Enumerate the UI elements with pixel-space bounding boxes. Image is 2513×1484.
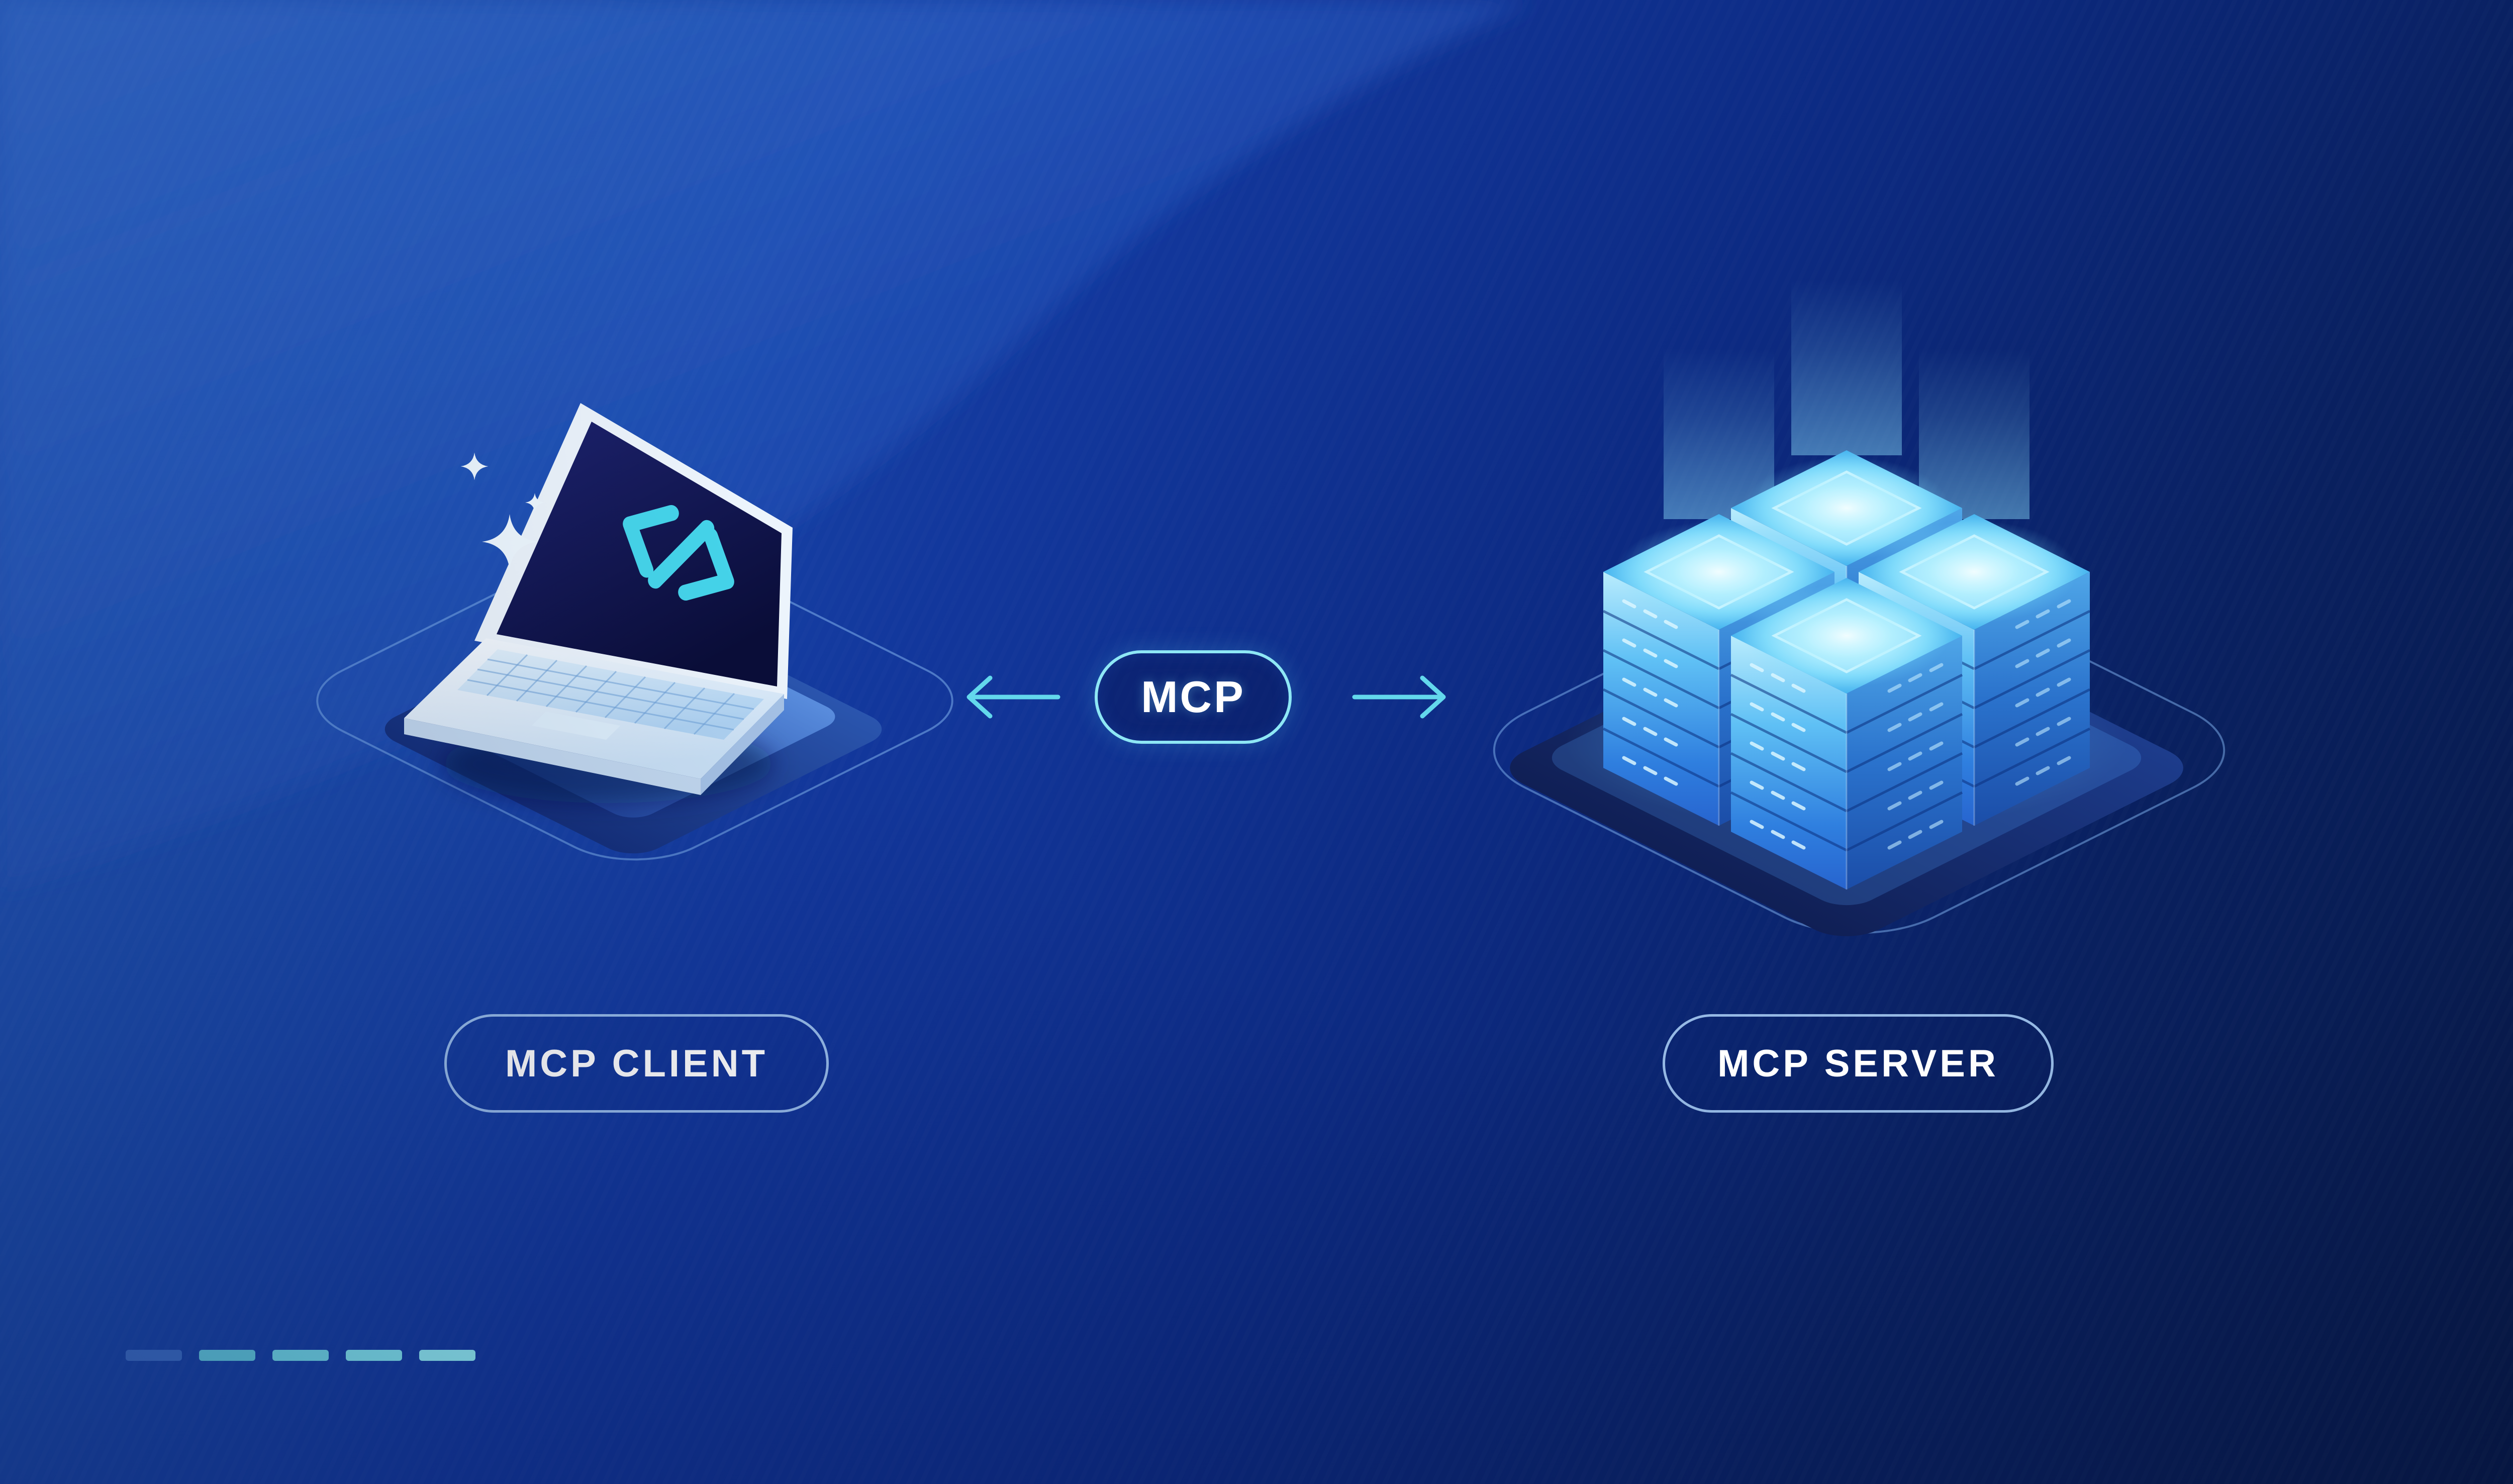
swoosh-shape (0, 0, 1533, 889)
mcp-client-label: MCP CLIENT (505, 1042, 768, 1085)
laptop-icon (404, 403, 793, 795)
arrow-left-icon (966, 675, 1060, 719)
code-icon (623, 505, 734, 601)
connection-arrows (966, 675, 1446, 719)
mcp-server-label-pill: MCP SERVER (1663, 1014, 2054, 1113)
laptop-deck-side (701, 694, 784, 795)
mcp-client-label-pill: MCP CLIENT (444, 1014, 829, 1113)
corner-dash-decoration (126, 1350, 475, 1361)
mcp-protocol-label: MCP (1141, 672, 1245, 722)
laptop-trackpad (532, 712, 620, 740)
dash-decoration (346, 1350, 402, 1361)
dash-decoration (419, 1350, 475, 1361)
client-outline-frame (282, 524, 988, 877)
dash-decoration (199, 1350, 255, 1361)
keyboard-grid (467, 654, 754, 735)
dash-decoration (272, 1350, 329, 1361)
mcp-client-illustration (201, 403, 1106, 955)
mcp-server-label: MCP SERVER (1717, 1042, 1999, 1085)
dash-decoration (126, 1350, 182, 1361)
mcp-server-illustration (1357, 279, 2362, 936)
mcp-protocol-badge: MCP (1095, 650, 1292, 744)
arrow-right-icon (1352, 675, 1446, 719)
laptop-deck-front (404, 718, 701, 795)
